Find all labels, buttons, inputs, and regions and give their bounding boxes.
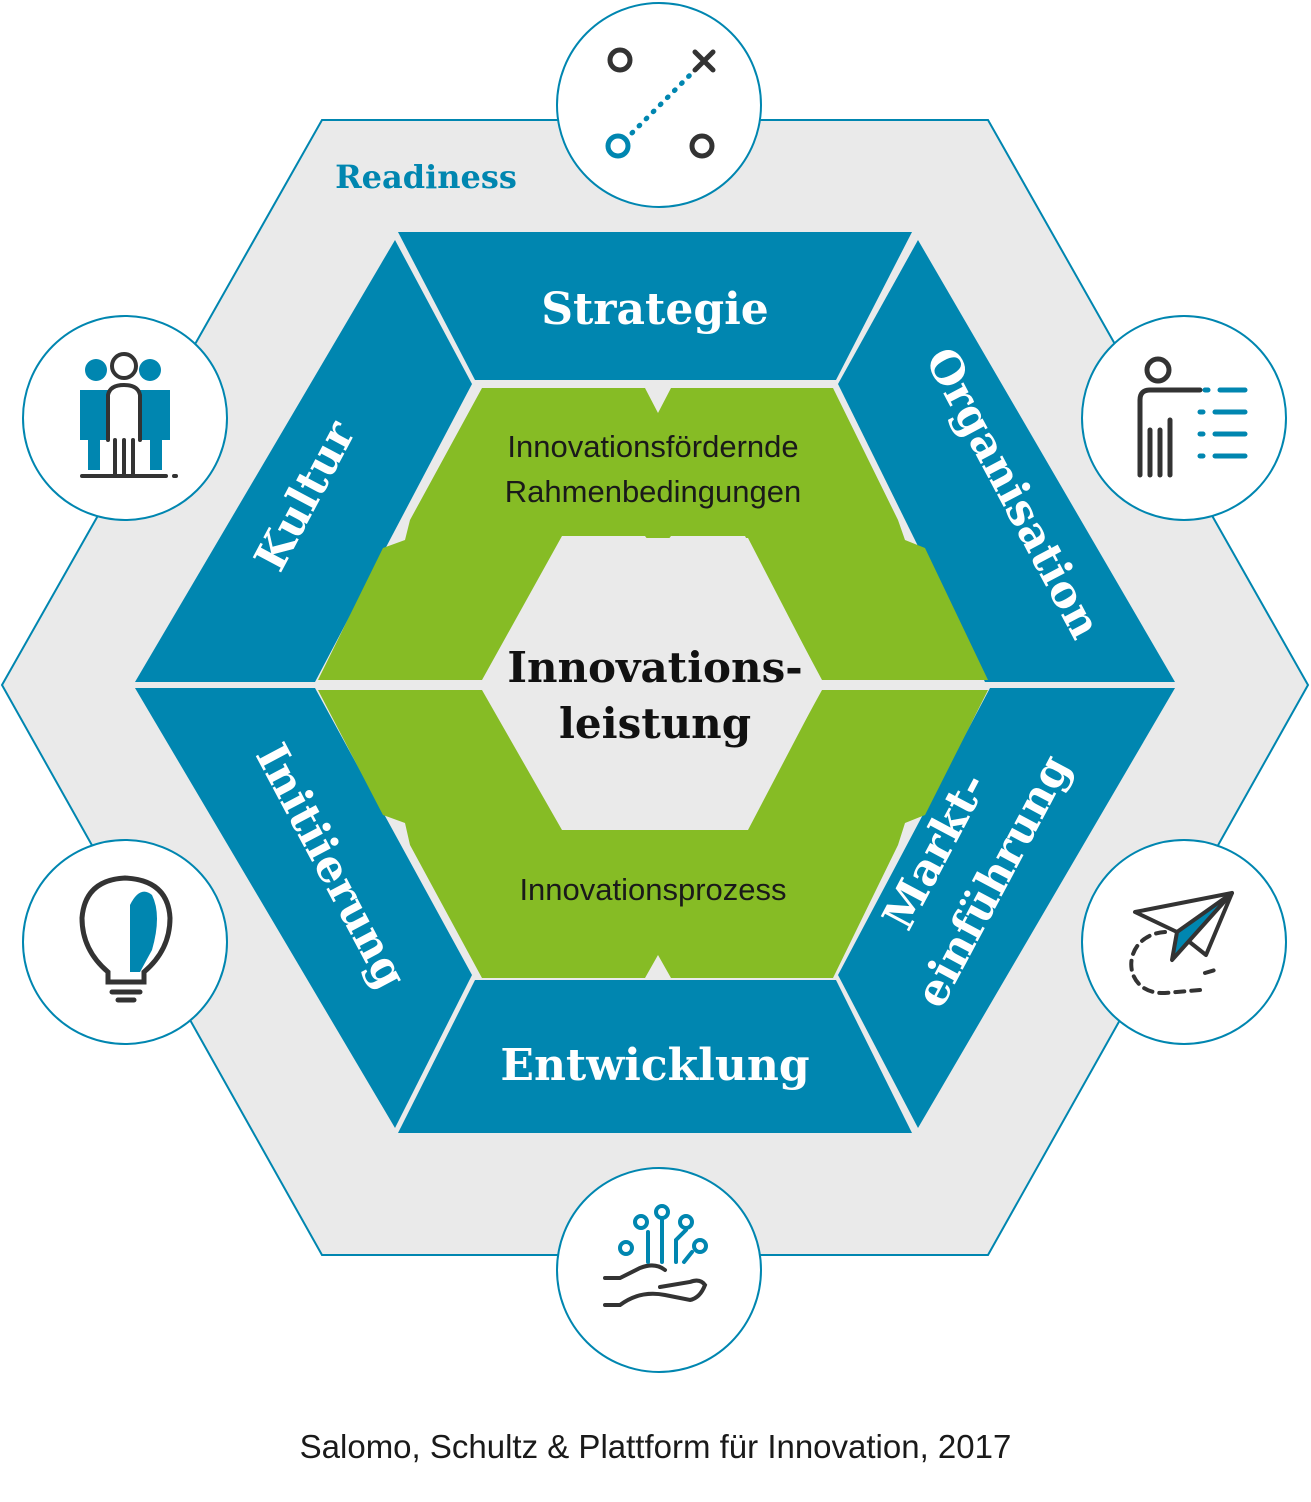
team-people-icon (80, 352, 178, 478)
segment-initiierung (135, 688, 472, 1128)
segment-markteinfuehrung (838, 688, 1175, 1128)
label-rahmen-line1: Innovationsfördernde (507, 429, 798, 464)
label-rahmen-line2: Rahmenbedingungen (505, 474, 801, 509)
label-entwicklung: Entwicklung (500, 1040, 809, 1091)
hand-circuit-icon (603, 1204, 708, 1307)
segment-organisation (838, 240, 1175, 682)
center-hexagon (485, 538, 824, 830)
strategy-play-icon (605, 47, 716, 159)
center-line2: leistung (559, 699, 751, 748)
source-caption: Salomo, Schultz & Plattform für Innovati… (299, 1428, 1012, 1465)
green-upper (318, 388, 988, 680)
icon-circle-lower-left (22, 839, 228, 1045)
segment-kultur (135, 240, 472, 682)
readiness-label: Readiness (335, 158, 517, 196)
lightbulb-icon (79, 875, 173, 1003)
paper-plane-icon (1129, 891, 1234, 996)
segment-entwicklung (398, 980, 912, 1133)
icon-circle-bottom (556, 1167, 762, 1373)
presenter-list-icon (1137, 356, 1248, 478)
center-line1: Innovations- (507, 643, 802, 692)
green-ring (318, 388, 988, 978)
green-lower (318, 690, 988, 978)
label-strategie: Strategie (541, 284, 769, 335)
segment-strategie (398, 232, 912, 380)
blue-segment-ring (135, 232, 1175, 1133)
icon-circle-upper-right (1081, 315, 1287, 521)
label-innovationsprozess: Innovationsprozess (519, 872, 786, 907)
